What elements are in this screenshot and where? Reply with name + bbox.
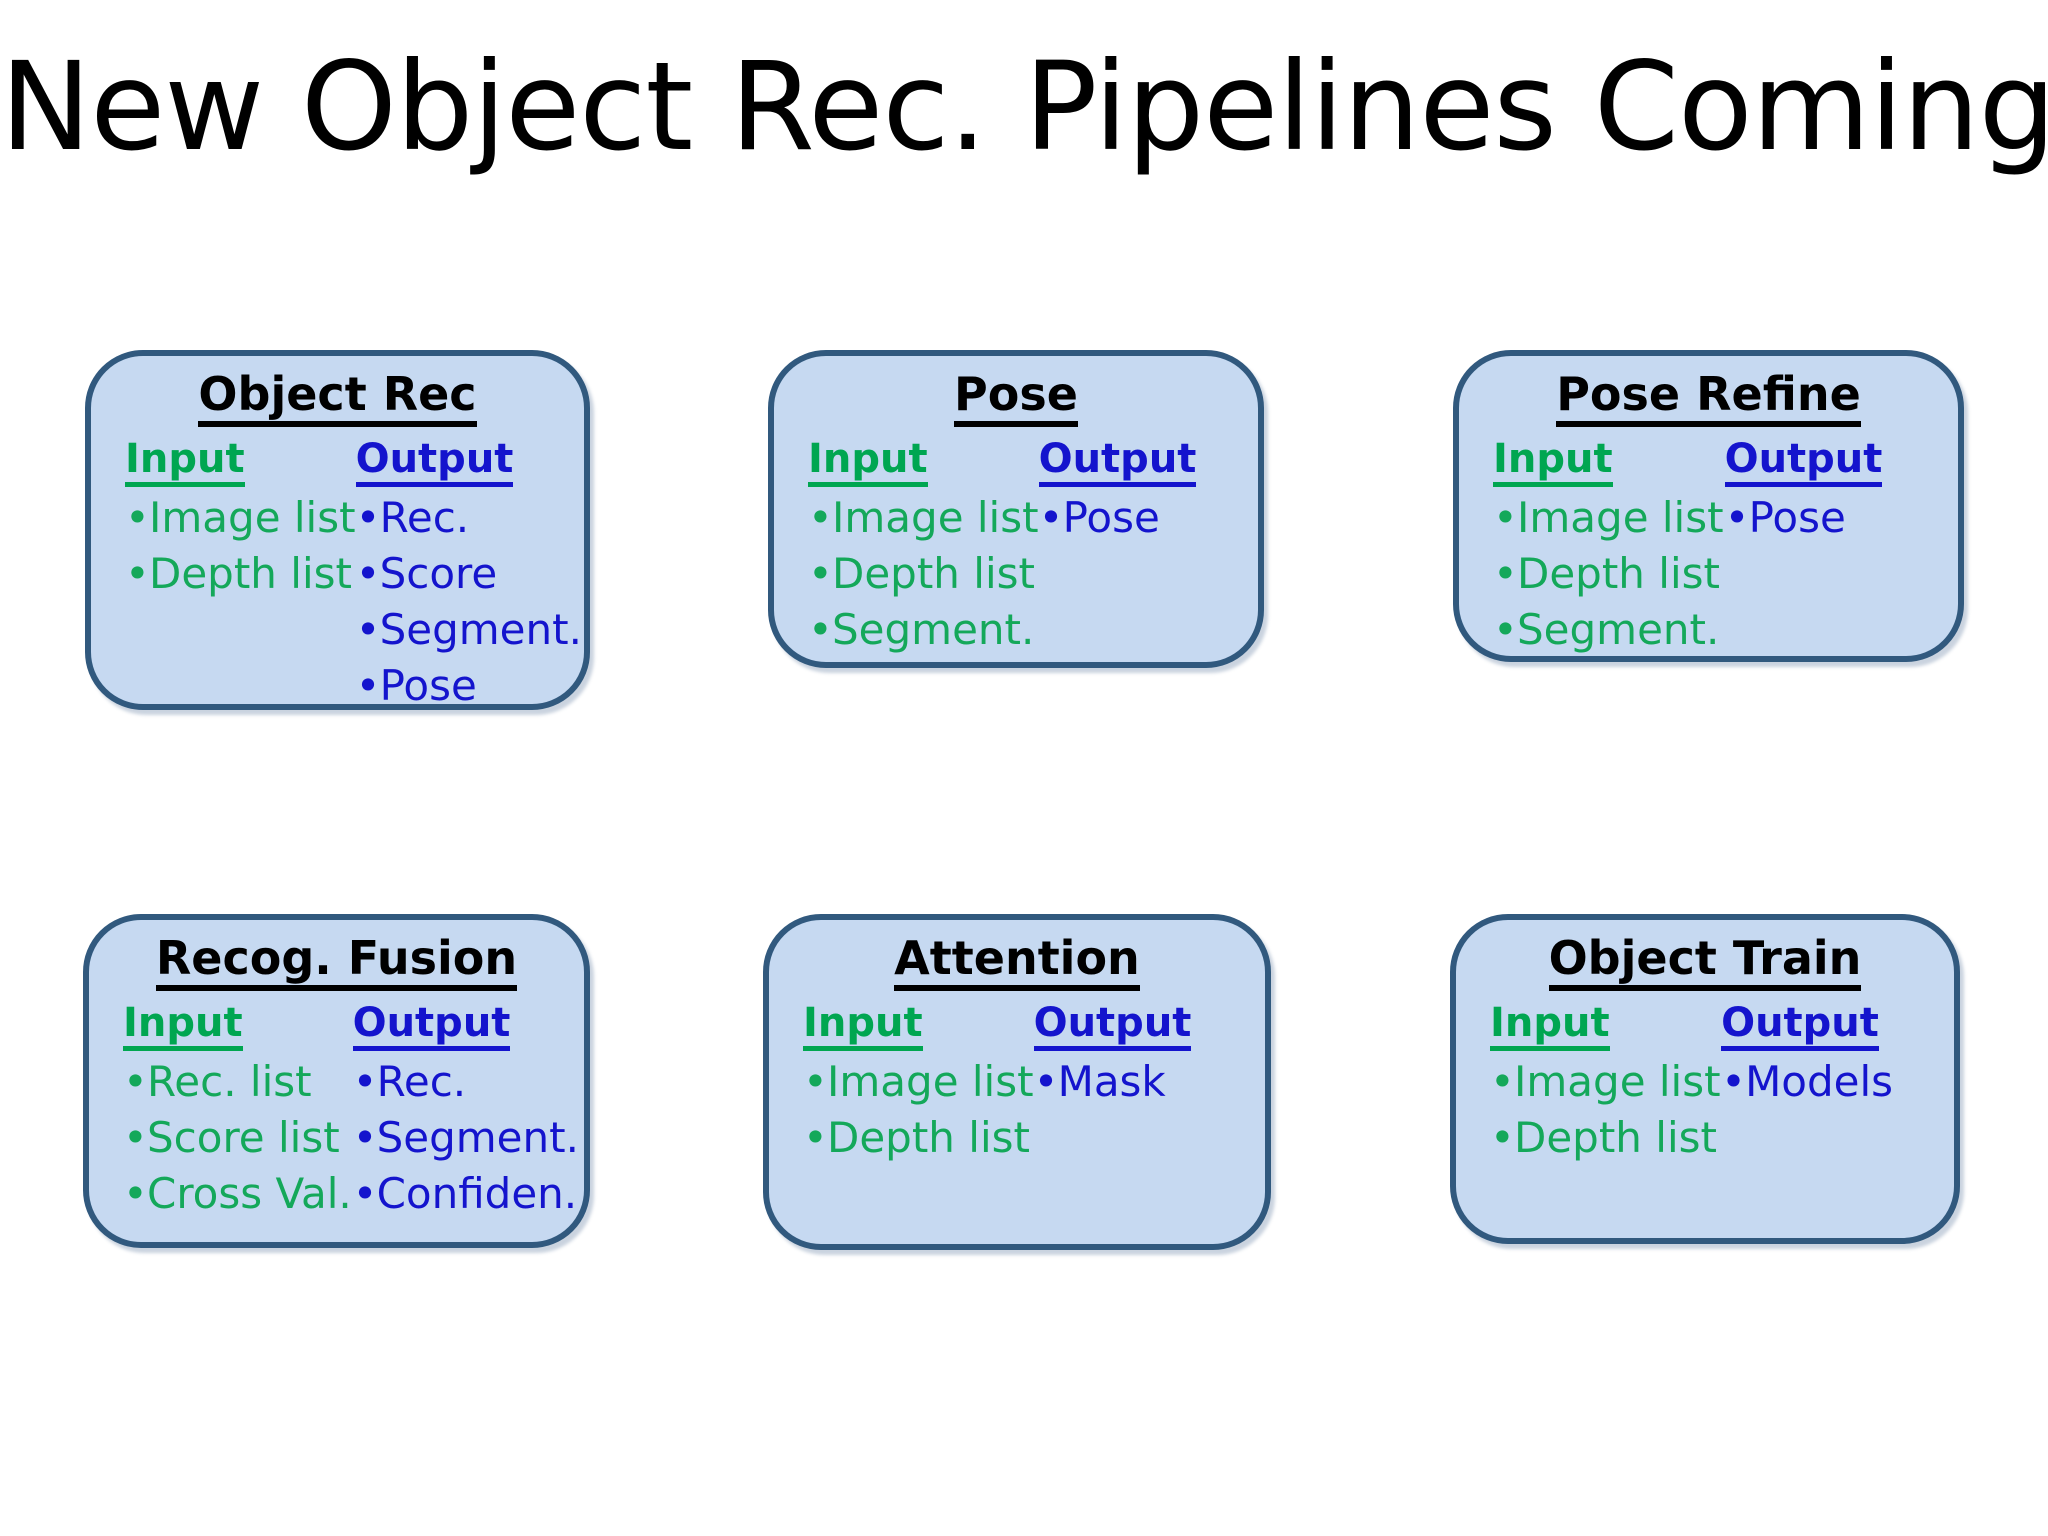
pipeline-box-object-train[interactable]: Object Train Input •Image list •Depth li… [1450, 914, 1960, 1244]
output-item: •Confiden. [352, 1168, 578, 1218]
input-item: •Segment. [1493, 604, 1720, 654]
pipeline-box-pose-refine[interactable]: Pose Refine Input •Image list •Depth lis… [1453, 350, 1964, 662]
box-title: Object Train [1456, 934, 1954, 991]
output-item: •Segment. [352, 1112, 579, 1162]
output-column: Output •Models [1721, 1003, 1954, 1173]
bullet-icon: • [808, 492, 833, 542]
bullet-icon: • [355, 548, 381, 598]
input-column: Input •Rec. list •Score list •Cross Val. [123, 1003, 353, 1229]
output-item: •Pose [1038, 492, 1160, 542]
bullet-icon: • [1724, 492, 1750, 542]
box-columns: Input •Image list •Depth list Output •Ma… [769, 1003, 1265, 1173]
bullet-icon: • [1721, 1056, 1746, 1106]
output-column: Output •Rec. •Segment. •Confiden. [352, 1003, 584, 1229]
output-item: •Rec. [352, 1056, 467, 1106]
input-item: •Segment. [808, 604, 1035, 654]
input-item: •Image list [808, 492, 1039, 542]
output-item: •Mask [1033, 1056, 1166, 1106]
box-columns: Input •Rec. list •Score list •Cross Val.… [89, 1003, 584, 1229]
input-heading: Input [803, 1003, 1034, 1051]
box-columns: Input •Image list •Depth list Output •Re… [91, 439, 584, 721]
input-heading: Input [123, 1003, 353, 1051]
input-item: •Depth list [808, 548, 1035, 598]
output-heading: Output [1724, 439, 1958, 487]
box-columns: Input •Image list •Depth list Output •Mo… [1456, 1003, 1954, 1173]
input-item: •Image list [803, 1056, 1034, 1106]
bullet-icon: • [352, 1168, 378, 1218]
input-heading: Input [1490, 1003, 1721, 1051]
input-column: Input •Image list •Depth list [125, 439, 356, 721]
input-item: •Cross Val. [123, 1168, 352, 1218]
bullet-icon: • [355, 492, 381, 542]
box-title: Object Rec [91, 370, 584, 427]
bullet-icon: • [125, 492, 150, 542]
bullet-icon: • [803, 1112, 828, 1162]
bullet-icon: • [123, 1168, 148, 1218]
output-column: Output •Rec. •Score •Segment. •Pose [355, 439, 584, 721]
box-title: Attention [769, 934, 1265, 991]
output-column: Output •Mask [1033, 1003, 1265, 1173]
output-item: •Pose [1724, 492, 1846, 542]
input-item: •Depth list [1493, 548, 1720, 598]
bullet-icon: • [355, 660, 381, 710]
input-heading: Input [1493, 439, 1725, 487]
input-column: Input •Image list •Depth list •Segment. [808, 439, 1039, 665]
bullet-icon: • [1493, 604, 1518, 654]
output-column: Output •Pose [1724, 439, 1958, 665]
output-column: Output •Pose [1038, 439, 1258, 665]
output-heading: Output [355, 439, 584, 487]
box-title: Pose Refine [1459, 370, 1958, 427]
bullet-icon: • [355, 604, 381, 654]
output-item: •Segment. [355, 604, 582, 654]
output-heading: Output [1038, 439, 1258, 487]
box-title: Recog. Fusion [89, 934, 584, 991]
input-column: Input •Image list •Depth list [1490, 1003, 1721, 1173]
bullet-icon: • [1038, 492, 1064, 542]
bullet-icon: • [1493, 492, 1518, 542]
page-title: New Object Rec. Pipelines Coming [0, 36, 2048, 178]
bullet-icon: • [352, 1056, 378, 1106]
bullet-icon: • [1493, 548, 1518, 598]
input-heading: Input [808, 439, 1039, 487]
bullet-icon: • [123, 1112, 148, 1162]
input-item: •Score list [123, 1112, 340, 1162]
input-item: •Image list [1493, 492, 1724, 542]
output-item: •Pose [355, 660, 477, 710]
bullet-icon: • [803, 1056, 828, 1106]
output-heading: Output [1033, 1003, 1265, 1051]
output-item: •Rec. [355, 492, 470, 542]
input-column: Input •Image list •Depth list [803, 1003, 1034, 1173]
input-item: •Depth list [803, 1112, 1030, 1162]
bullet-icon: • [808, 604, 833, 654]
bullet-icon: • [1490, 1112, 1515, 1162]
pipeline-box-attention[interactable]: Attention Input •Image list •Depth list … [763, 914, 1271, 1250]
output-item: •Score [355, 548, 498, 598]
input-heading: Input [125, 439, 356, 487]
input-item: •Depth list [125, 548, 352, 598]
pipeline-box-recog-fusion[interactable]: Recog. Fusion Input •Rec. list •Score li… [83, 914, 590, 1248]
pipeline-box-pose[interactable]: Pose Input •Image list •Depth list •Segm… [768, 350, 1264, 668]
input-item: •Depth list [1490, 1112, 1717, 1162]
output-heading: Output [352, 1003, 584, 1051]
bullet-icon: • [123, 1056, 148, 1106]
output-heading: Output [1721, 1003, 1954, 1051]
box-columns: Input •Image list •Depth list •Segment. … [1459, 439, 1958, 665]
bullet-icon: • [125, 548, 150, 598]
bullet-icon: • [1033, 1056, 1059, 1106]
box-title: Pose [774, 370, 1258, 427]
input-column: Input •Image list •Depth list •Segment. [1493, 439, 1725, 665]
input-item: •Image list [125, 492, 356, 542]
input-item: •Rec. list [123, 1056, 312, 1106]
bullet-icon: • [1490, 1056, 1515, 1106]
pipeline-box-object-rec[interactable]: Object Rec Input •Image list •Depth list… [85, 350, 590, 710]
box-columns: Input •Image list •Depth list •Segment. … [774, 439, 1258, 665]
bullet-icon: • [808, 548, 833, 598]
input-item: •Image list [1490, 1056, 1721, 1106]
bullet-icon: • [352, 1112, 378, 1162]
output-item: •Models [1721, 1056, 1894, 1106]
